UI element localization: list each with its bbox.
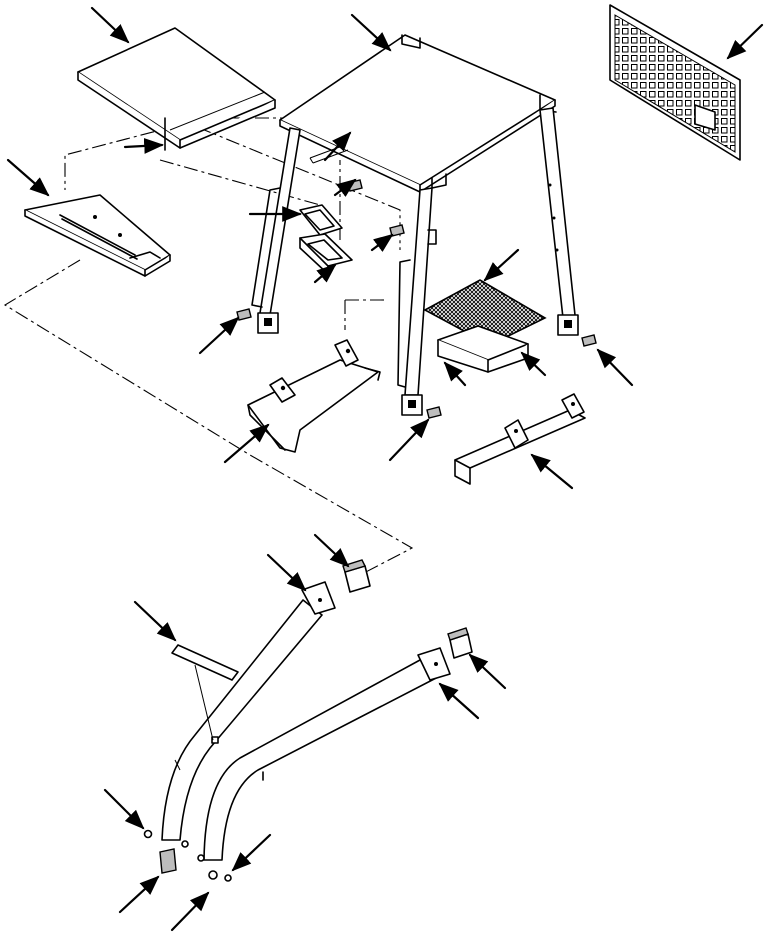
callout-arrow-rubber-block-lower	[133, 600, 177, 642]
seat-base-plate	[24, 194, 171, 277]
callout-arrow-roof-frame-top	[350, 13, 392, 52]
callout-arrow-screw-left	[438, 682, 480, 720]
callout-arrow-pin-mid-foot	[223, 423, 270, 464]
callout-arrow-tube-end-lower	[468, 653, 507, 690]
pin-upper-front	[389, 224, 405, 237]
crossbar	[171, 644, 239, 741]
frame-legs	[251, 107, 579, 416]
mounting-bracket-lower	[299, 233, 353, 275]
callout-arrow-pin-center	[370, 233, 394, 253]
rubber-block-lower	[447, 627, 473, 659]
callout-arrow-screw-right	[103, 788, 145, 830]
callout-arrow-base-bracket-right	[388, 418, 430, 462]
screw-left	[143, 829, 153, 839]
callout-arrow-mesh-floor-panel	[483, 248, 520, 282]
foot-cap-left	[159, 848, 177, 874]
grille-screen-panel	[609, 4, 741, 161]
callout-arrow-seat-slot-tab	[323, 131, 352, 162]
callout-arrow-item-27	[170, 891, 210, 932]
roof-frame-top	[279, 34, 557, 193]
pin-left-foot	[236, 308, 252, 321]
base-bracket-right	[454, 393, 586, 485]
rubber-block-upper	[342, 559, 371, 593]
mounting-bracket-upper	[299, 204, 343, 236]
foot-hardware	[143, 829, 232, 882]
callout-arrow-cushion-block	[443, 361, 467, 387]
tube-end-upper	[301, 581, 336, 615]
callout-arrow-base-bracket-left	[596, 348, 634, 387]
pin-mid-foot	[426, 406, 442, 419]
pin-center	[347, 179, 363, 192]
screw-right	[224, 874, 232, 882]
callout-arrow-foot-eye-right	[118, 875, 160, 914]
callout-arrow-rubber-block-upper	[530, 453, 574, 490]
callout-arrow-pin-right-foot	[520, 351, 547, 377]
leader-lines	[3, 99, 421, 576]
support-tube-upper	[161, 581, 336, 841]
callout-arrow-foot-cap-left	[231, 833, 272, 872]
callout-arrows	[6, 6, 764, 932]
cushion-seat-pad	[77, 27, 276, 151]
foot-eye-right	[208, 870, 218, 880]
pin-right-foot	[581, 334, 597, 347]
callout-arrow-mounting-bracket-lower	[313, 263, 337, 284]
callout-arrow-tube-end-upper	[313, 533, 350, 568]
support-tube-lower	[203, 647, 451, 861]
callout-arrow-pin-upper-front	[333, 178, 357, 198]
callout-arrow-seat-pad-fastener	[123, 138, 164, 154]
callout-arrow-pin-left-foot	[198, 316, 240, 355]
callout-arrow-grille-screen-panel	[726, 23, 764, 60]
callout-arrow-cushion-seat-pad	[90, 6, 130, 44]
seat-slot-tab	[59, 214, 136, 256]
base-bracket-left	[247, 339, 381, 453]
callout-arrow-seat-base-plate	[6, 158, 50, 197]
callout-arrow-crossbar	[266, 553, 307, 592]
